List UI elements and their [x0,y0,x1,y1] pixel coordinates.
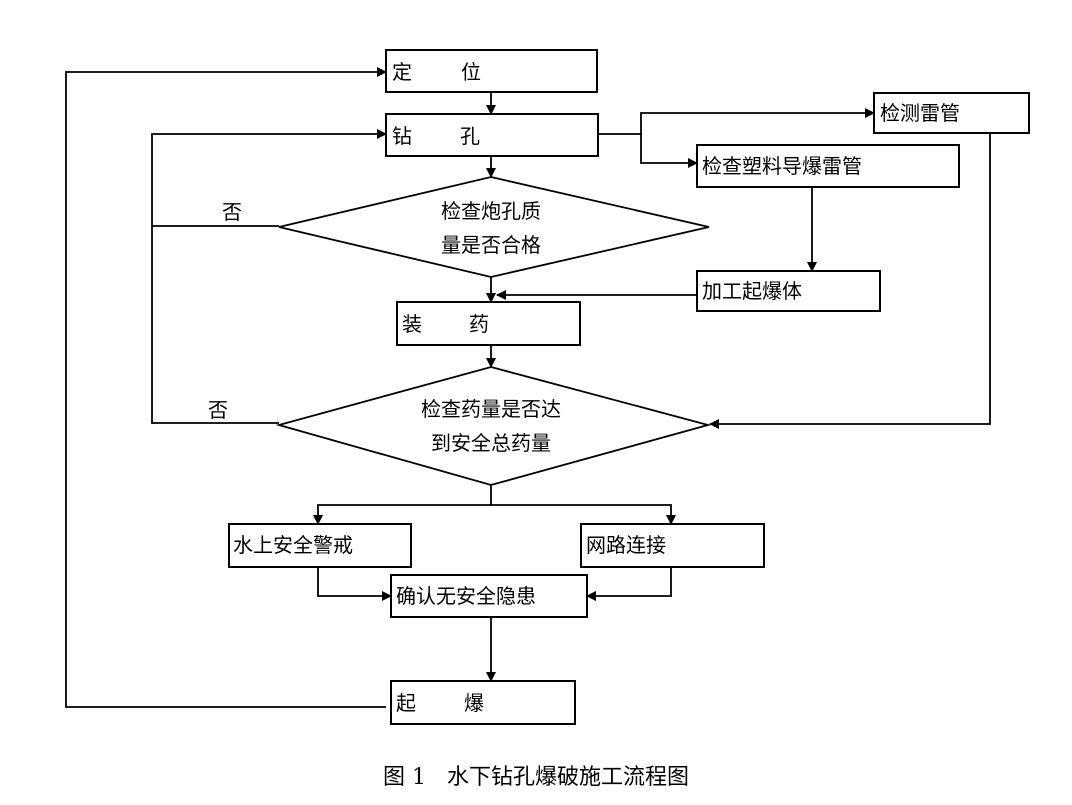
node-charge-label-1: 装 [402,312,422,336]
node-check-detonator: 检测雷管 [873,92,1030,134]
node-charge-label-2: 药 [469,312,489,336]
connectors [65,67,991,708]
edge-drill-branch [598,108,875,135]
edge-label-charge-amount-no: 否 [208,398,228,422]
node-blast: 起 爆 [390,680,576,725]
node-check-plastic-tube-label: 检查塑料导爆雷管 [702,154,862,178]
node-check-charge-amount-line-2: 到安全总药量 [431,431,551,455]
node-check-charge-amount: 检查药量是否达 到安全总药量 [275,366,712,486]
node-locate: 定 位 [385,49,598,93]
node-locate-label-2: 位 [461,60,481,84]
node-drill-label-1: 钻 [392,124,412,148]
edge-amount-split [313,485,492,525]
node-check-charge-amount-line-1: 检查药量是否达 [421,397,561,421]
node-water-safety-watch: 水上安全警戒 [228,523,412,568]
node-check-detonator-label: 检测雷管 [880,101,960,125]
node-drill: 钻 孔 [385,113,599,157]
edge-drill-plastic-tube [640,134,698,168]
node-network-connection: 网路连接 [580,523,765,568]
node-process-primer: 加工起爆体 [696,270,881,312]
node-charge: 装 药 [396,301,581,346]
edge-blast-locate-loop [65,67,387,708]
edge-amount-no-loop [151,129,387,424]
node-confirm-safe: 确认无安全隐患 [390,574,588,618]
node-drill-label-2: 孔 [460,124,480,148]
node-check-plastic-tube: 检查塑料导爆雷管 [696,144,960,188]
edge-label-hole-quality-no: 否 [222,200,242,224]
node-network-connection-label: 网路连接 [586,533,666,557]
edge-detonator-amount [709,133,991,429]
node-water-safety-watch-label: 水上安全警戒 [233,533,353,557]
node-check-hole-quality: 检查炮孔质 量是否合格 [278,176,710,278]
node-confirm-safe-label: 确认无安全隐患 [396,584,536,608]
edge-network-confirm [586,567,672,601]
node-process-primer-label: 加工起爆体 [702,279,802,303]
edge-split-network [491,504,676,525]
node-blast-label-2: 爆 [464,691,484,715]
node-blast-label-1: 起 [396,691,416,715]
node-check-hole-quality-line-2: 量是否合格 [441,233,541,257]
node-check-hole-quality-line-1: 检查炮孔质 [441,199,541,223]
edge-watch-confirm [317,567,392,601]
figure-caption: 图 1 水下钻孔爆破施工流程图 [383,765,689,790]
node-locate-label-1: 定 [392,60,412,84]
